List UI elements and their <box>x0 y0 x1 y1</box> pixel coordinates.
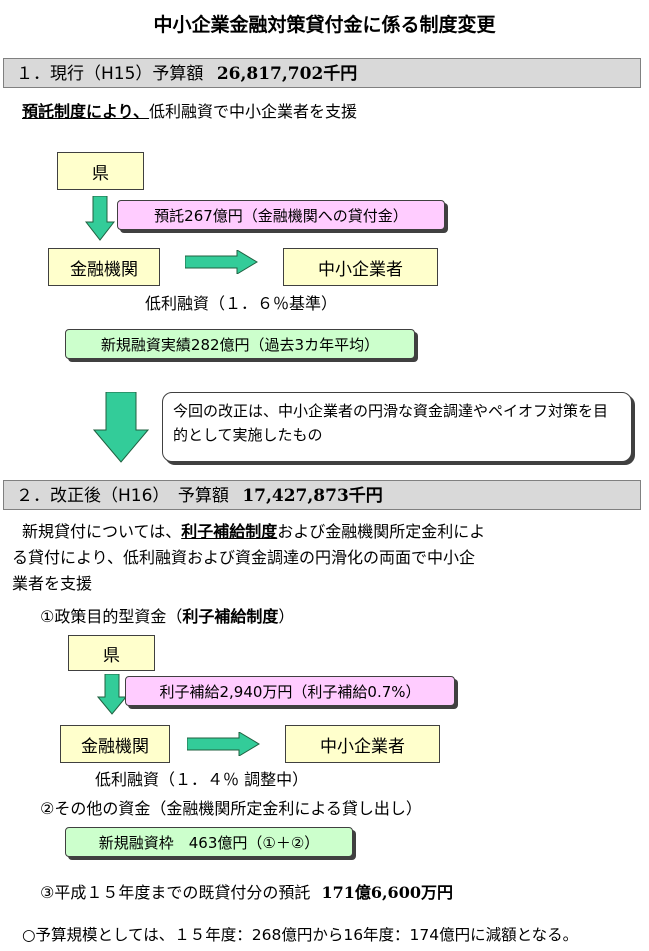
section2-item3: ③平成１５年度までの既貸付分の預託 171億6,600万円 <box>40 880 453 906</box>
section2-item1-a: ①政策目的型資金（ <box>40 607 183 626</box>
section2-item3-a: ③平成１５年度までの既貸付分の預託 <box>40 883 311 902</box>
section2-sme-box: 中小企業者 <box>285 725 440 763</box>
down-arrow-icon <box>97 674 127 715</box>
section2-header: ２．改正後（H16） 予算額 17,427,873千円 <box>3 480 641 510</box>
section1-heading: １．現行（H15）予算額 <box>16 64 204 84</box>
right-arrow-icon <box>185 250 258 274</box>
section2-loan-note: 低利融資（１．４％ 調整中） <box>95 770 309 789</box>
section1-header: １．現行（H15）予算額 26,817,702千円 <box>3 58 641 88</box>
section1-description: 預託制度により、低利融資で中小企業者を支援 <box>22 99 357 125</box>
section2-new-loan-label: 新規融資枠 463億円（①＋②） <box>65 827 353 857</box>
section1-loan-note: 低利融資（１．６％基準） <box>145 294 338 313</box>
down-arrow-icon <box>85 196 115 241</box>
section2-desc-line1: 新規貸付については、利子補給制度および金融機関所定金利によ <box>22 519 485 545</box>
section1-desc-rest: 低利融資で中小企業者を支援 <box>149 102 358 121</box>
section1-deposit-label: 預託267億円（金融機関への貸付金） <box>117 200 445 230</box>
section2-desc-line1-a: 新規貸付については、 <box>22 522 182 541</box>
section2-desc-line3: 業者を支援 <box>12 574 93 593</box>
section1-sme-box: 中小企業者 <box>283 248 438 286</box>
section1-desc-emphasis: 預託制度により、 <box>22 102 150 121</box>
page-title: 中小企業金融対策貸付金に係る制度変更 <box>153 14 496 36</box>
section2-prefecture-box: 県 <box>68 635 155 671</box>
section2-heading: ２．改正後（H16） 予算額 <box>16 486 229 506</box>
revision-callout: 今回の改正は、中小企業者の円滑な資金調達やペイオフ対策を目的として実施したもの <box>162 392 632 462</box>
section2-desc-line2: る貸付により、低利融資および資金調達の円滑化の両面で中小企 <box>12 548 476 567</box>
big-down-arrow-icon <box>93 392 149 463</box>
section2-item1-c: ） <box>278 607 295 626</box>
section2-item1-b: 利子補給制度 <box>182 607 279 626</box>
section2-item1: ①政策目的型資金（利子補給制度） <box>40 604 294 630</box>
section2-subsidy-label: 利子補給2,940万円（利子補給0.7%） <box>125 676 455 706</box>
section2-amount: 17,427,873千円 <box>242 486 383 506</box>
section2-desc-line1-c: および金融機関所定金利によ <box>277 522 486 541</box>
section1-prefecture-box: 県 <box>57 152 144 190</box>
section2-desc-line1-b: 利子補給制度 <box>181 522 278 541</box>
section2-item2: ②その他の資金（金融機関所定金利による貸し出し） <box>40 799 422 818</box>
section2-bank-box: 金融機関 <box>60 725 170 763</box>
section1-results-label: 新規融資実績282億円（過去3カ年平均） <box>65 329 415 359</box>
section1-bank-box: 金融機関 <box>48 248 160 286</box>
section2-item3-b: 171億6,600万円 <box>321 883 453 902</box>
right-arrow-icon <box>187 732 260 756</box>
section1-amount: 26,817,702千円 <box>216 64 358 84</box>
footer-note: ○予算規模としては、１５年度：268億円から16年度：174億円に減額となる。 <box>22 926 579 944</box>
